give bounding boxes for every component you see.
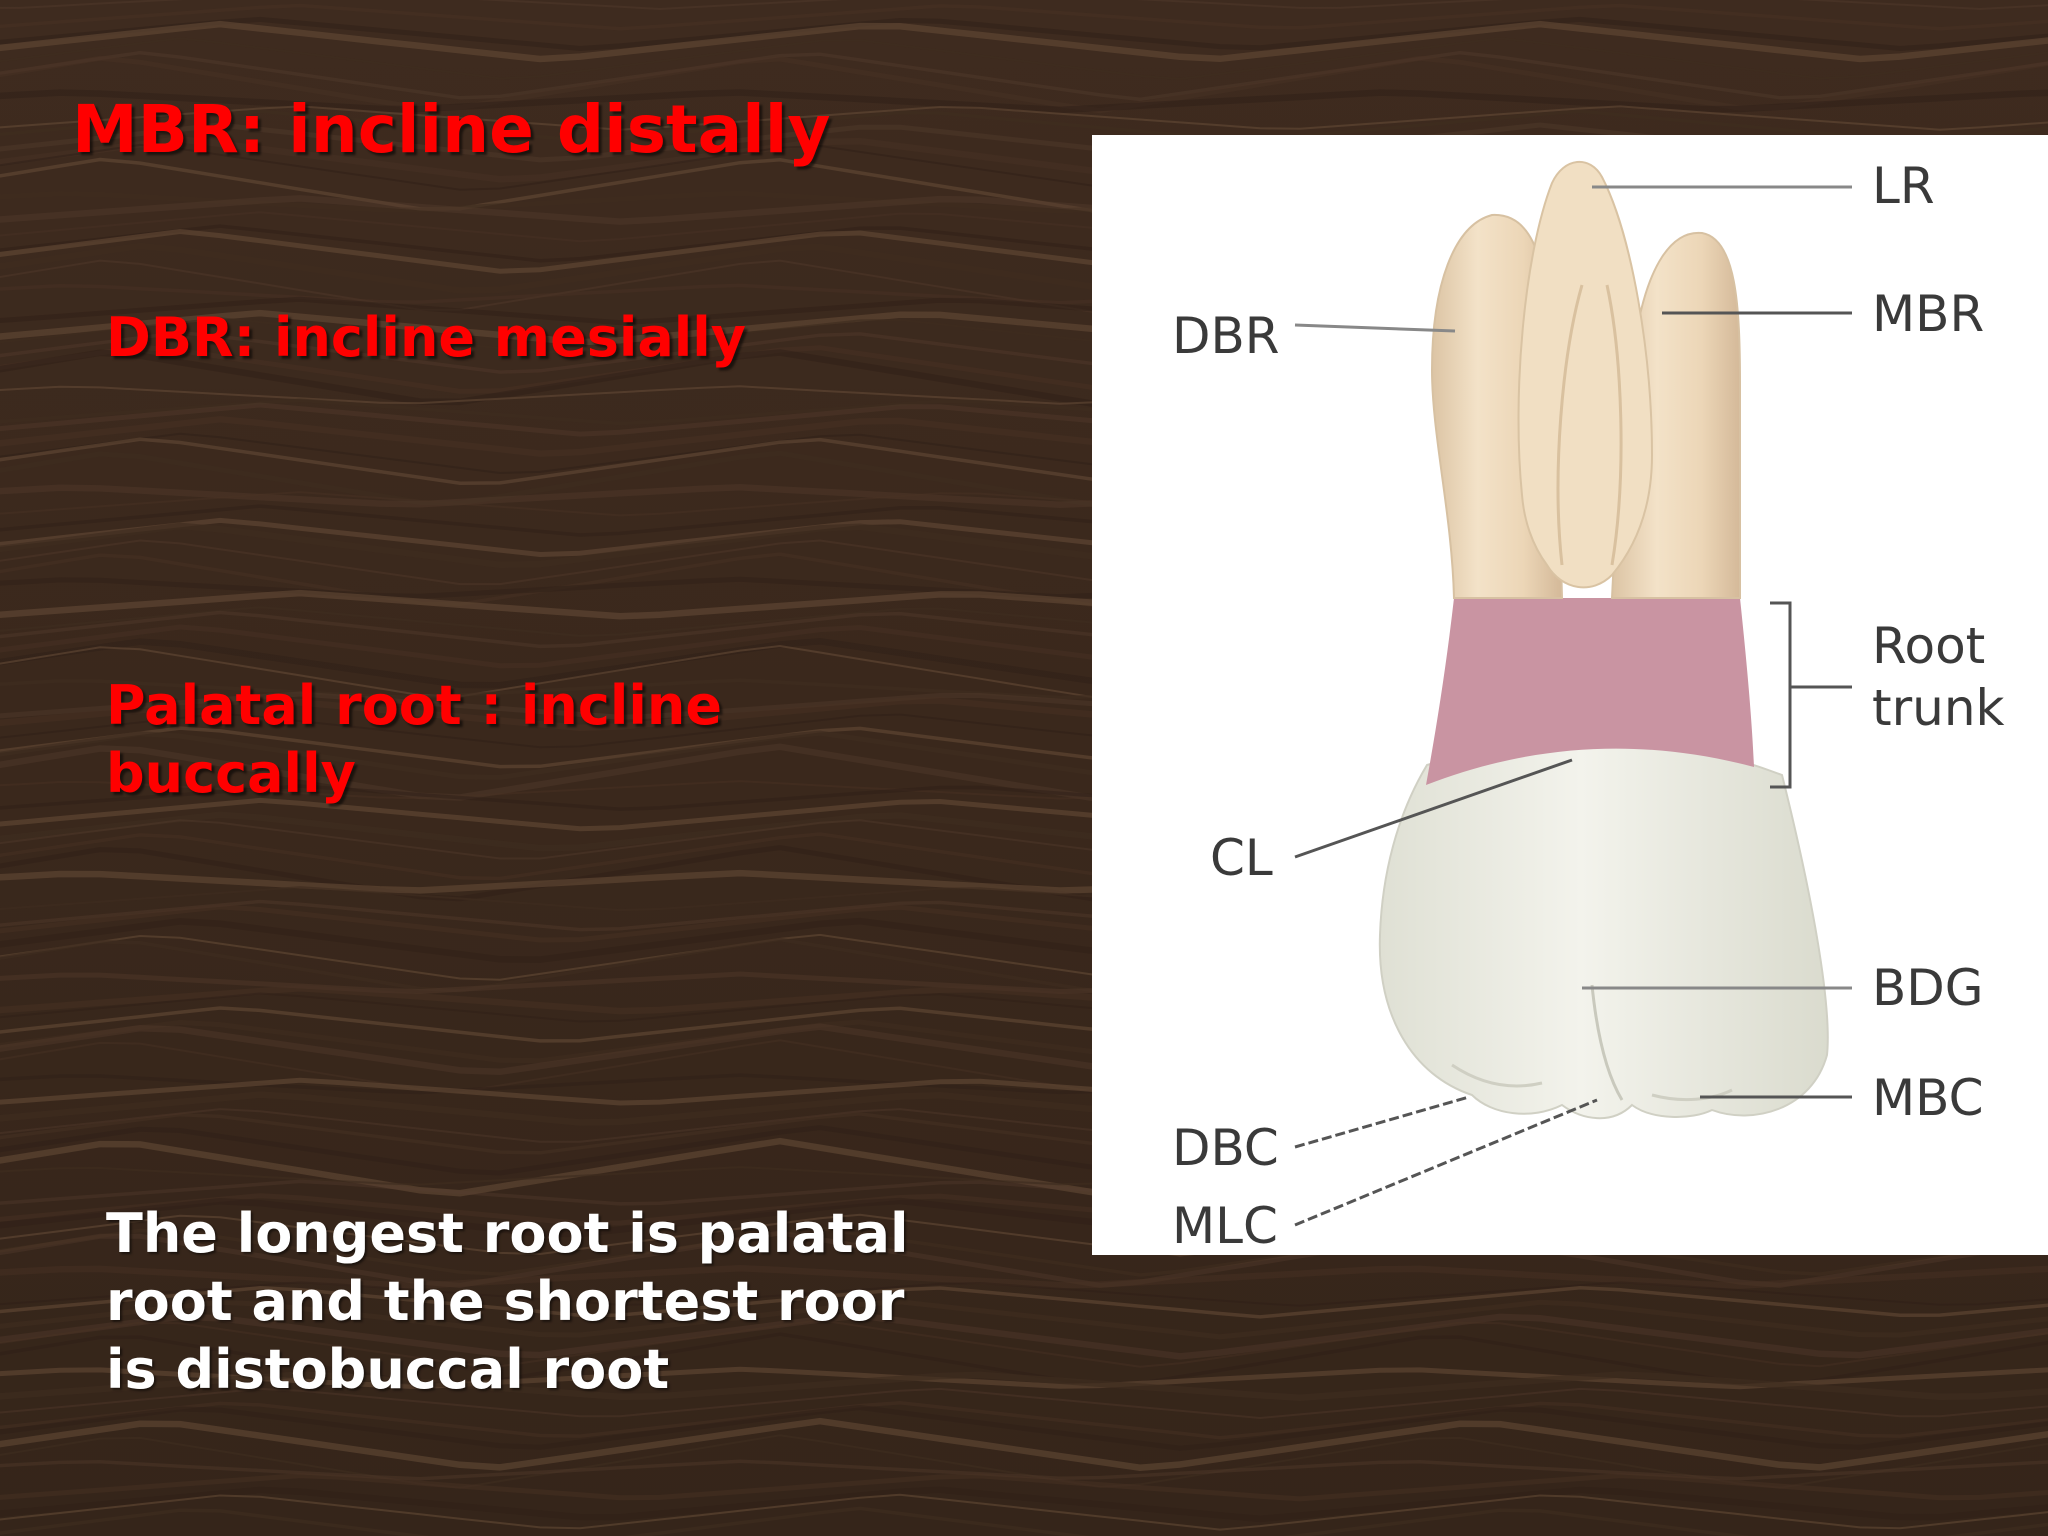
root-groove [1556, 284, 1623, 566]
wood-grain-line [0, 1387, 2048, 1420]
lingual-root [1517, 160, 1654, 589]
wood-grain-line [0, 1434, 2048, 1489]
root-length-summary: The longest root is palatal root and the… [106, 1200, 909, 1404]
label-mlc: MLC [1172, 1197, 1278, 1255]
wood-grain-line [0, 1493, 2048, 1531]
wood-grain-line [0, 3, 2048, 31]
label-root: Root [1872, 617, 1985, 675]
wood-grain-line [0, 16, 2048, 52]
palatal-root-note-line-1: Palatal root : incline [106, 674, 722, 737]
mbr-inclination-note: MBR: incline distally [72, 91, 831, 168]
wood-grain-line [0, 1506, 2048, 1536]
wood-grain-line [0, 1401, 2048, 1440]
buccal-developmental-groove [1590, 984, 1624, 1101]
cusp-shading [1451, 1063, 1733, 1102]
palatal-root-note: Palatal root : incline buccally [106, 672, 722, 808]
wood-grain-line [0, 89, 2048, 114]
wood-grain-line [0, 109, 2048, 143]
wood-grain-line [0, 1366, 2048, 1390]
crown [1378, 736, 1829, 1120]
wood-grain-line [0, 105, 2048, 131]
wood-grain-line [0, 1286, 2048, 1319]
wood-grain-line [0, 20, 2048, 63]
wood-grain-line [0, 1417, 2048, 1471]
summary-line-1: The longest root is palatal [106, 1202, 909, 1265]
palatal-root-note-line-2: buccally [106, 742, 356, 805]
wood-grain-line [0, 55, 2048, 114]
label-lr: LR [1872, 157, 1935, 215]
wood-grain-line [0, 1459, 2048, 1481]
label-dbr: DBR [1172, 307, 1280, 365]
wood-grain-line [0, 1230, 2048, 1288]
leader-lines [1294, 185, 1852, 1227]
wood-grain-line [0, 1299, 2048, 1340]
summary-line-3: is distobuccal root [106, 1338, 670, 1401]
wood-grain-line [0, 1312, 2048, 1360]
wood-grain-line [0, 50, 2048, 102]
wood-grain-line [0, 1264, 2048, 1289]
wood-grain-line [0, 1281, 2048, 1307]
label-cl: CL [1210, 829, 1273, 887]
label-mbr: MBR [1872, 285, 1984, 343]
wood-grain-line [0, 1473, 2048, 1502]
wood-grain-line [0, 1404, 2048, 1451]
summary-line-2: root and the shortest roor [106, 1270, 905, 1333]
label-mbc: MBC [1872, 1069, 1983, 1127]
wood-grain-line [0, 1371, 2048, 1402]
wood-grain-line [0, 37, 2048, 81]
tooth-figure: LR DBR MBR Root trunk CL BDG MBC DBC MLC [1092, 135, 2048, 1255]
molar-diagram: LR DBR MBR Root trunk CL BDG MBC DBC MLC [1172, 157, 2005, 1255]
dbr-inclination-note: DBR: incline mesially [106, 306, 747, 369]
wood-grain-line [0, 1486, 2048, 1523]
label-dbc: DBC [1172, 1119, 1279, 1177]
label-trunk: trunk [1872, 679, 2005, 737]
wood-grain-line [0, 1226, 2048, 1277]
wood-grain-line [0, 1319, 2048, 1368]
root-trunk-band [1426, 598, 1754, 785]
label-bdg: BDG [1872, 959, 1984, 1017]
